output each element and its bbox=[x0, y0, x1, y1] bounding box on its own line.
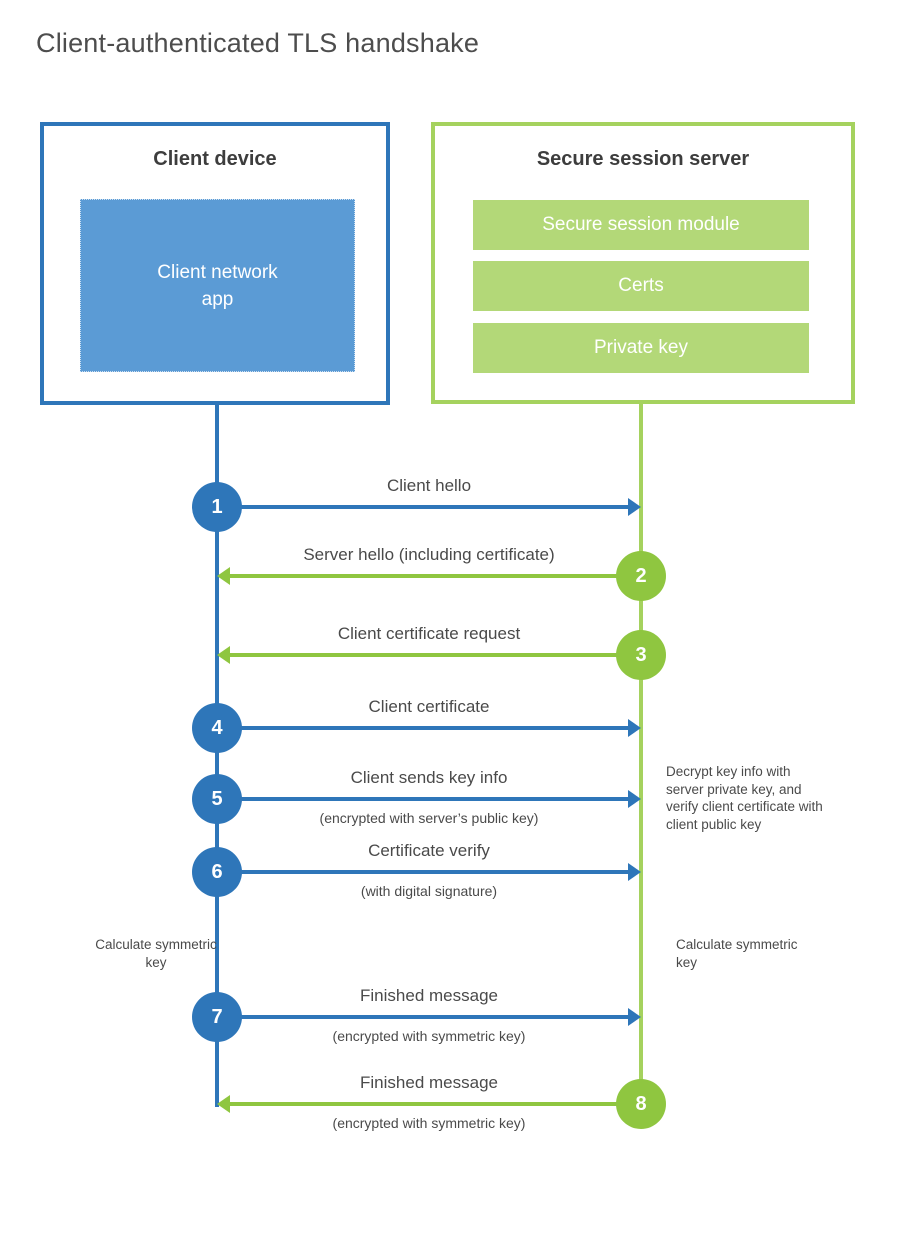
client-lifeline bbox=[215, 404, 219, 1107]
message-sublabel bbox=[217, 739, 641, 740]
server-module-secure-session-module: Secure session module bbox=[473, 200, 809, 250]
arrow-left-icon bbox=[217, 646, 641, 664]
step-badge-4: 4 bbox=[192, 703, 242, 753]
message-label: Client certificate request bbox=[337, 624, 521, 643]
server-module-certs: Certs bbox=[473, 261, 809, 311]
step-badge-1: 1 bbox=[192, 482, 242, 532]
note-calculate-symmetric-key-client: Calculate symmetric key bbox=[95, 937, 217, 970]
message-label: Client certificate bbox=[368, 697, 490, 716]
step-badge-6: 6 bbox=[192, 847, 242, 897]
step-badge-3: 3 bbox=[616, 630, 666, 680]
arrow-right-icon bbox=[217, 719, 641, 737]
message-sublabel bbox=[217, 587, 641, 588]
arrow-right-icon bbox=[217, 790, 641, 808]
arrow-right-icon bbox=[217, 498, 641, 516]
note-calculate-symmetric-key-server: Calculate symmetric key bbox=[676, 937, 798, 970]
message-label: Server hello (including certificate) bbox=[303, 545, 555, 564]
arrow-right-icon bbox=[217, 1008, 641, 1026]
message-sublabel: (encrypted with symmetric key) bbox=[332, 1115, 526, 1131]
message-label: Finished message bbox=[360, 986, 498, 1005]
client-device-box: Client device Client network app bbox=[40, 122, 390, 405]
arrow-right-icon bbox=[217, 863, 641, 881]
message-certificate-verify: Certificate verify (with digital signatu… bbox=[217, 841, 641, 899]
message-sublabel: (encrypted with server’s public key) bbox=[319, 810, 539, 826]
page-title: Client-authenticated TLS handshake bbox=[36, 28, 480, 58]
note-decrypt-key-info: Decrypt key info with server private key… bbox=[666, 764, 823, 832]
arrow-left-icon bbox=[217, 1095, 641, 1113]
client-network-app-label: Client network app bbox=[157, 261, 278, 310]
step-badge-7: 7 bbox=[192, 992, 242, 1042]
message-label: Client sends key info bbox=[350, 768, 508, 787]
message-sublabel: (encrypted with symmetric key) bbox=[332, 1028, 526, 1044]
message-sublabel bbox=[217, 666, 641, 667]
message-client-certificate-request: Client certificate request bbox=[217, 624, 641, 667]
step-badge-2: 2 bbox=[616, 551, 666, 601]
message-label: Certificate verify bbox=[368, 841, 490, 860]
message-sublabel: (with digital signature) bbox=[360, 883, 498, 899]
client-device-heading: Client device bbox=[153, 148, 277, 170]
step-badge-8: 8 bbox=[616, 1079, 666, 1129]
message-finished-client: Finished message (encrypted with symmetr… bbox=[217, 986, 641, 1044]
secure-session-server-heading: Secure session server bbox=[536, 148, 750, 170]
message-finished-server: Finished message (encrypted with symmetr… bbox=[217, 1073, 641, 1131]
message-label: Finished message bbox=[360, 1073, 498, 1092]
step-badge-5: 5 bbox=[192, 774, 242, 824]
message-client-hello: Client hello bbox=[217, 476, 641, 519]
message-server-hello: Server hello (including certificate) bbox=[217, 545, 641, 588]
server-lifeline bbox=[639, 403, 643, 1127]
server-module-private-key: Private key bbox=[473, 323, 809, 373]
message-sublabel bbox=[217, 518, 641, 519]
secure-session-server-box: Secure session server Secure session mod… bbox=[431, 122, 855, 404]
message-label: Client hello bbox=[386, 476, 472, 495]
client-network-app-box: Client network app bbox=[80, 199, 355, 372]
arrow-left-icon bbox=[217, 567, 641, 585]
message-client-certificate: Client certificate bbox=[217, 697, 641, 740]
message-client-sends-key-info: Client sends key info (encrypted with se… bbox=[217, 768, 641, 826]
